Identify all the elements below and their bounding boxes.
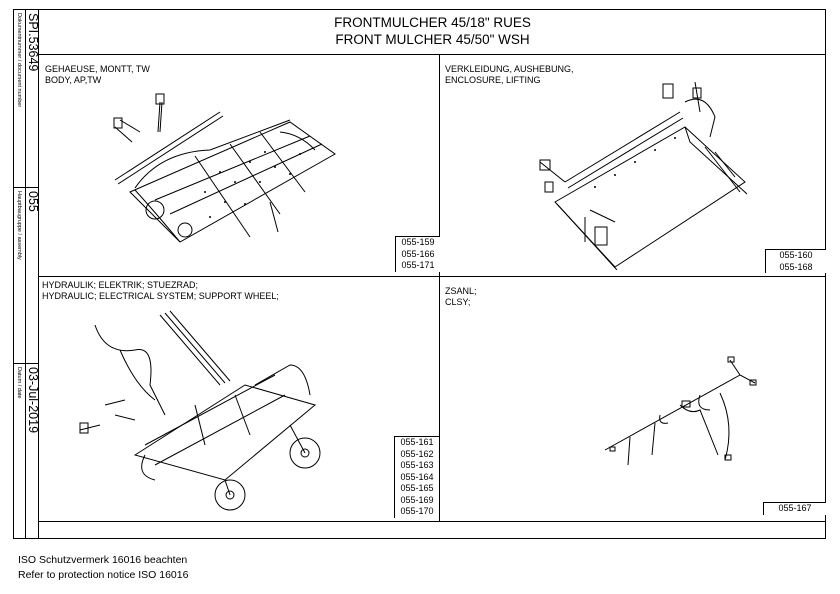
drawing-frame [13, 9, 826, 539]
ref-item[interactable]: 055-164 [400, 471, 434, 482]
ref-item[interactable]: 055-160 [779, 250, 813, 260]
ref-item[interactable]: 055-162 [400, 448, 434, 459]
ref-item[interactable]: 055-168 [779, 261, 813, 272]
grid-divider-vertical [439, 55, 440, 521]
date-cell: Datum / date 03-Jul-2019 [13, 363, 40, 539]
bottom-rule [39, 521, 826, 522]
ref-item[interactable]: 055-170 [400, 506, 434, 516]
document-number-value: SPI.53649 [26, 13, 40, 72]
ref-item[interactable]: 055-161 [400, 437, 434, 447]
assembly-value: 055 [26, 191, 40, 212]
document-number-cell: Dokumentnummer / document number SPI.536… [13, 9, 40, 187]
panel-clsy-caption: ZSANL; CLSY; [445, 286, 477, 307]
assembly-label: Hauptbaugruppe / assembly [16, 191, 22, 260]
title-line-de: FRONTMULCHER 45/18" RUES [334, 15, 531, 30]
hydraulic-electrical-drawing[interactable] [75, 305, 375, 525]
mulcher-body-drawing[interactable] [100, 92, 340, 252]
date-label: Datum / date [16, 367, 22, 399]
cable-harness-drawing[interactable] [600, 355, 780, 470]
panel-hydraulic-caption: HYDRAULIK; ELEKTRIK; STUEZRAD; HYDRAULIC… [42, 280, 279, 301]
ref-item[interactable]: 055-167 [778, 503, 812, 513]
protection-notice-en: Refer to protection notice ISO 16016 [18, 569, 189, 581]
grid-divider-horizontal [39, 276, 826, 277]
panel-enclosure-caption: VERKLEIDUNG, AUSHEBUNG, ENCLOSURE, LIFTI… [445, 64, 574, 85]
ref-item[interactable]: 055-165 [400, 483, 434, 493]
ref-item[interactable]: 055-166 [401, 248, 435, 259]
ref-item[interactable]: 055-169 [400, 494, 434, 505]
ref-item[interactable]: 055-159 [401, 237, 435, 247]
protection-notice-de: ISO Schutzvermerk 16016 beachten [18, 554, 188, 566]
ref-item[interactable]: 055-171 [401, 260, 435, 270]
panel-body-caption: GEHAEUSE, MONTT, TW BODY, AP,TW [45, 64, 150, 85]
side-title-block: Dokumentnummer / document number SPI.536… [13, 9, 40, 539]
assembly-cell: Hauptbaugruppe / assembly 055 [13, 187, 40, 363]
ref-item[interactable]: 055-163 [400, 460, 434, 470]
ref-list-hydraulic: 055-161 055-162 055-163 055-164 055-165 … [394, 436, 439, 518]
enclosure-lifting-drawing[interactable] [535, 82, 765, 270]
ref-list-clsy: 055-167 [763, 502, 826, 515]
document-number-label: Dokumentnummer / document number [16, 13, 22, 108]
title-line-en: FRONT MULCHER 45/50" WSH [335, 32, 530, 47]
date-value: 03-Jul-2019 [26, 367, 40, 434]
ref-list-body: 055-159 055-166 055-171 [395, 236, 440, 272]
page-title: FRONTMULCHER 45/18" RUES FRONT MULCHER 4… [39, 9, 826, 55]
ref-list-enclosure: 055-160 055-168 [765, 249, 826, 273]
